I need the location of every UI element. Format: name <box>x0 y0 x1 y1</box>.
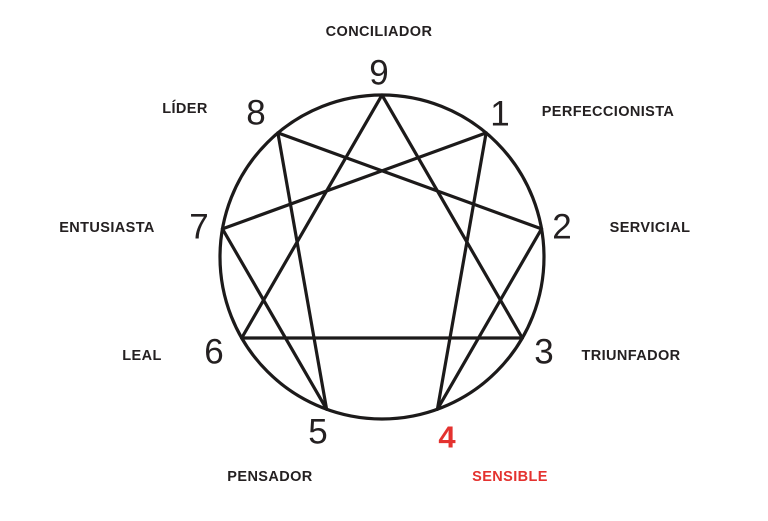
type-label-pensador: PENSADOR <box>227 469 313 485</box>
connection-line-2-8 <box>276 131 544 231</box>
point-number-2: 2 <box>552 208 571 247</box>
point-number-6: 6 <box>204 333 223 372</box>
type-label-triunfador: TRIUNFADOR <box>581 348 680 364</box>
point-number-8: 8 <box>246 94 265 133</box>
connection-line-7-1 <box>220 131 488 231</box>
type-label-perfeccionista: PERFECCIONISTA <box>542 104 675 120</box>
connection-line-1-4 <box>435 131 488 411</box>
connection-line-9-3 <box>380 93 524 340</box>
connection-line-6-9 <box>240 93 384 340</box>
point-number-9: 9 <box>369 54 388 93</box>
type-label-entusiasta: ENTUSIASTA <box>59 220 155 236</box>
point-number-5: 5 <box>308 413 327 452</box>
point-number-4: 4 <box>438 420 456 455</box>
point-number-3: 3 <box>534 333 553 372</box>
type-label-sensible: SENSIBLE <box>472 469 548 485</box>
point-number-1: 1 <box>490 95 509 134</box>
connection-line-4-2 <box>435 227 544 411</box>
type-label-lider: LÍDER <box>162 100 208 117</box>
connection-line-5-7 <box>220 227 329 411</box>
enneagram-circle <box>218 93 546 421</box>
type-label-servicial: SERVICIAL <box>610 220 691 236</box>
type-label-leal: LEAL <box>122 348 161 364</box>
type-label-conciliador: CONCILIADOR <box>326 24 433 40</box>
connection-line-8-5 <box>276 131 329 411</box>
point-number-7: 7 <box>189 208 208 247</box>
